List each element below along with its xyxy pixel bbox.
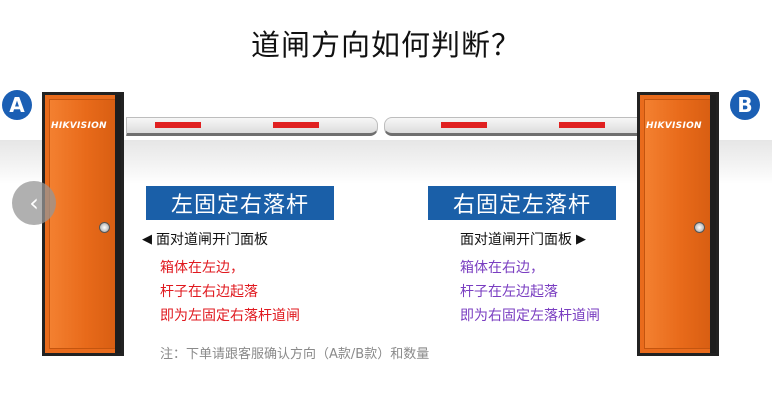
prev-slide-button[interactable]: ‹ — [12, 181, 56, 225]
lock-icon — [694, 222, 705, 233]
direction-text: 面对道闸开门面板 — [460, 232, 572, 248]
left-desc-line-3: 即为左固定右落杆道闸 — [160, 308, 300, 324]
label-left-fixed: 左固定右落杆 — [146, 186, 334, 220]
badge-a: A — [2, 90, 32, 120]
left-desc-line-1: 箱体在左边， — [160, 260, 244, 276]
lock-icon — [99, 222, 110, 233]
right-desc-line-2: 杆子在左边起落 — [460, 284, 558, 300]
direction-right: 面对道闸开门面板 ▶ — [460, 229, 586, 249]
chevron-left-icon: ‹ — [29, 189, 39, 217]
page-title: 道闸方向如何判断？ — [250, 28, 521, 62]
arm-stripe — [273, 122, 319, 128]
brand-logo: HIKVISION — [51, 121, 107, 131]
brand-logo: HIKVISION — [646, 121, 702, 131]
barrier-arm-right — [384, 117, 638, 136]
direction-left: ◀ 面对道闸开门面板 — [142, 229, 268, 249]
order-note: 注：下单请跟客服确认方向（A款/B款）和数量 — [160, 347, 430, 362]
arm-stripe — [441, 122, 487, 128]
barrier-arm-left — [126, 117, 378, 136]
arm-stripe — [155, 122, 201, 128]
arrow-right-icon: ▶ — [576, 231, 586, 247]
direction-text: 面对道闸开门面板 — [156, 232, 268, 248]
left-desc-line-2: 杆子在右边起落 — [160, 284, 258, 300]
arm-stripe — [559, 122, 605, 128]
label-right-fixed: 右固定左落杆 — [428, 186, 616, 220]
barrier-cabinet-b: HIKVISION — [637, 92, 719, 356]
right-desc-line-1: 箱体在右边， — [460, 260, 544, 276]
arrow-left-icon: ◀ — [142, 231, 152, 247]
barrier-cabinet-a: HIKVISION — [42, 92, 124, 356]
right-desc-line-3: 即为右固定左落杆道闸 — [460, 308, 600, 324]
badge-b: B — [730, 90, 760, 120]
